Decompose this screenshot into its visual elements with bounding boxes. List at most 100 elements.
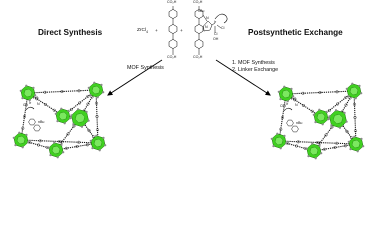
catalyst-nbu-label: nBu bbox=[198, 9, 205, 13]
zr-cluster-vertex bbox=[276, 132, 279, 135]
mof-linker-ring bbox=[66, 132, 70, 136]
zr-cluster-vertex bbox=[290, 87, 293, 90]
mof-linker-ring bbox=[333, 145, 337, 149]
zr-cluster-facet bbox=[333, 114, 343, 124]
left-mof-n-label: N bbox=[37, 102, 40, 106]
zrcl4-subscript: 4 bbox=[146, 29, 148, 34]
mof-linker-ring bbox=[43, 90, 47, 94]
mof-linker-ring bbox=[323, 147, 327, 151]
mof-linker-ring bbox=[344, 144, 348, 148]
zr-cluster-facet bbox=[281, 89, 291, 99]
mof-linker-ring bbox=[310, 109, 314, 113]
zr-cluster-facet bbox=[58, 111, 68, 121]
zr-cluster-facet bbox=[349, 86, 359, 96]
zr-cluster-vertex bbox=[91, 147, 94, 150]
zr-cluster-vertex bbox=[72, 123, 75, 126]
zr-cluster-vertex bbox=[283, 85, 286, 88]
catalyst-n-label: N bbox=[206, 16, 209, 20]
zr-cluster-facet bbox=[91, 85, 101, 95]
zr-cluster-vertex bbox=[102, 136, 105, 139]
mof-linker-ring bbox=[77, 101, 81, 105]
mof-linker-ring bbox=[64, 146, 68, 150]
left-mof-ir-label: Ir bbox=[29, 101, 32, 105]
mof-linker-ring bbox=[301, 91, 305, 95]
zr-cluster-vertex bbox=[318, 144, 321, 147]
zr-cluster-vertex bbox=[314, 157, 317, 160]
mof-linker-ring bbox=[353, 102, 357, 106]
plus-sign-2: + bbox=[180, 29, 183, 34]
zr-cluster-vertex bbox=[27, 141, 30, 144]
catalyst-ir-label: Ir bbox=[214, 20, 217, 24]
zr-cluster-vertex bbox=[104, 144, 107, 147]
zr-cluster-vertex bbox=[362, 145, 365, 148]
ir-bond bbox=[211, 22, 216, 26]
zr-cluster-facet bbox=[75, 113, 85, 123]
arrow-label-step-2: 2. Linker Exchange bbox=[232, 67, 279, 73]
mof-linker-ring bbox=[38, 139, 42, 143]
zr-cluster-vertex bbox=[63, 122, 66, 125]
zr-cluster-vertex bbox=[67, 109, 70, 112]
right-mof-ir-label: Ir bbox=[286, 102, 289, 106]
zr-cluster-vertex bbox=[102, 91, 105, 94]
mof-linker-ring bbox=[75, 144, 79, 148]
zr-cluster-vertex bbox=[279, 98, 282, 101]
mof-linker bbox=[27, 89, 97, 94]
pendant-cod bbox=[25, 106, 35, 111]
mof-linker bbox=[278, 140, 357, 145]
zr-cluster-vertex bbox=[358, 84, 361, 87]
zr-cluster-vertex bbox=[328, 115, 331, 118]
linker-phenyl-ring bbox=[168, 39, 178, 49]
zr-cluster-vertex bbox=[21, 97, 24, 100]
mof-linker-ring bbox=[279, 127, 283, 131]
zr-cluster-vertex bbox=[334, 109, 338, 112]
zr-cluster-vertex bbox=[87, 86, 90, 89]
zr-cluster-vertex bbox=[85, 110, 88, 113]
mof-linker-ring bbox=[293, 98, 297, 102]
mof-linker-ring bbox=[35, 97, 39, 101]
zr-cluster-vertex bbox=[96, 96, 99, 99]
zr-cluster-vertex bbox=[270, 137, 273, 140]
zr-cluster-vertex bbox=[18, 131, 21, 134]
zr-cluster-vertex bbox=[70, 114, 73, 117]
mof-linker-ring bbox=[86, 102, 90, 106]
mof-linker bbox=[27, 92, 64, 117]
mof-linker-ring bbox=[87, 128, 91, 132]
mof-linker-ring bbox=[77, 140, 81, 144]
zr-cluster-vertex bbox=[307, 155, 310, 158]
linker-phenyl-ring bbox=[168, 9, 178, 19]
mof-linker-ring bbox=[344, 103, 348, 107]
arrow-label-step-1: 1. MOF Synthesis bbox=[232, 60, 275, 66]
mof-linker-ring bbox=[324, 133, 328, 137]
zr-cluster-facet bbox=[274, 136, 284, 146]
zr-cluster-vertex bbox=[285, 142, 288, 145]
right-mof-n-label: N bbox=[295, 103, 298, 107]
zr-cluster-vertex bbox=[360, 92, 363, 95]
zr-cluster-vertex bbox=[53, 141, 56, 144]
zr-cluster-vertex bbox=[56, 156, 59, 159]
zr-cluster-vertex bbox=[21, 146, 24, 149]
catalyst-phenyl-ring bbox=[194, 24, 204, 34]
catalyst-acid-top: CO₂H bbox=[193, 0, 203, 4]
zr-cluster-vertex bbox=[320, 152, 323, 155]
pendant-ring bbox=[286, 119, 294, 127]
zr-cluster-vertex bbox=[25, 133, 28, 136]
zr-cluster-facet bbox=[351, 139, 361, 149]
zr-cluster-vertex bbox=[100, 83, 103, 86]
zr-cluster-vertex bbox=[343, 111, 346, 114]
mof-linker-ring bbox=[95, 128, 99, 132]
zr-cluster-vertex bbox=[345, 120, 348, 123]
mof-linker-ring bbox=[336, 102, 340, 106]
terphenyl-linker-structure bbox=[168, 6, 178, 55]
pendant-cod bbox=[283, 107, 293, 112]
zr-cluster-vertex bbox=[14, 144, 17, 147]
zrcl4-label: ZrCl4 bbox=[137, 28, 148, 34]
zr-cluster-vertex bbox=[279, 147, 282, 150]
mof-linker-ring bbox=[60, 140, 64, 144]
zr-cluster-vertex bbox=[62, 151, 65, 154]
mof-linker-ring bbox=[354, 129, 358, 133]
mof-linker-ring bbox=[44, 102, 48, 106]
zr-cluster-vertex bbox=[347, 140, 350, 143]
zr-cluster-facet bbox=[16, 135, 26, 145]
zr-cluster-vertex bbox=[80, 125, 84, 128]
zr-cluster-vertex bbox=[312, 113, 315, 116]
